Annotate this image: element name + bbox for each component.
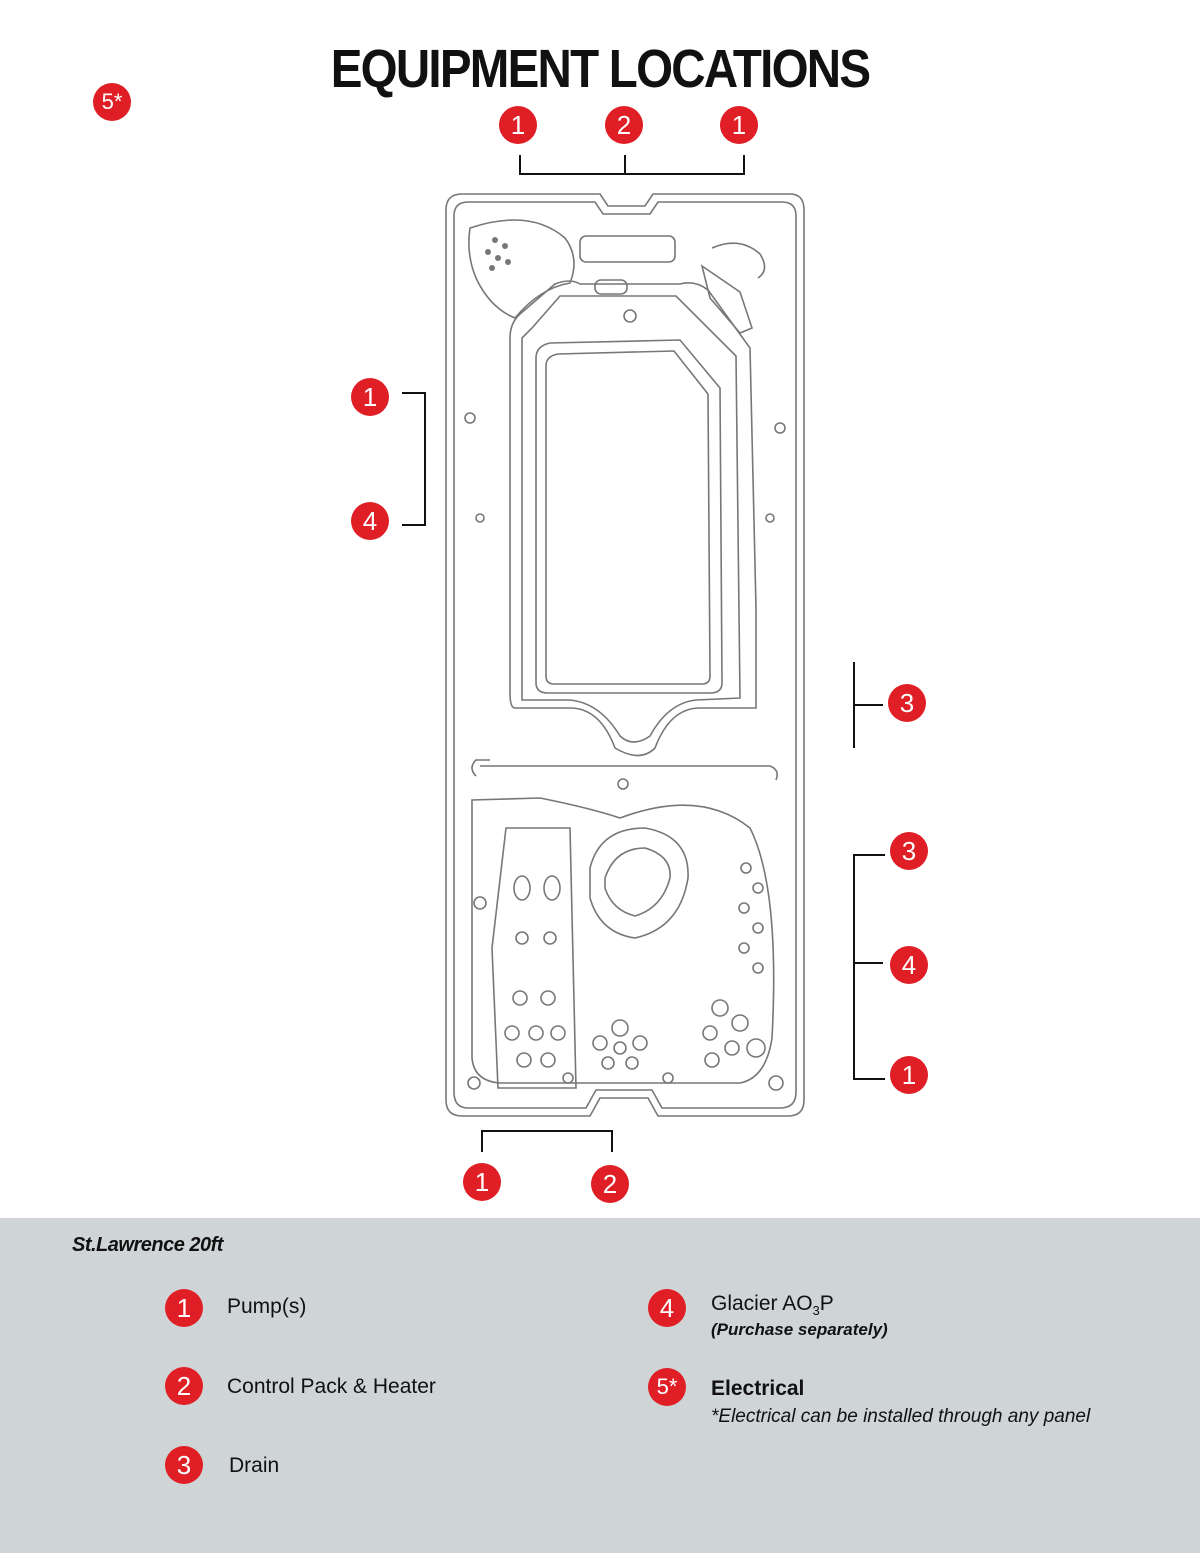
spa-zone-outline: [471, 797, 775, 1084]
swim-window: [535, 339, 723, 694]
glacier-main: Glacier AO: [711, 1292, 813, 1315]
swim-zone-outline: [509, 280, 757, 757]
callout-top-control-pack: 2: [605, 106, 643, 144]
legend-badge-glacier: 4: [648, 1289, 686, 1327]
legend-label-electrical: Electrical: [711, 1377, 805, 1400]
glacier-subscript: 3: [812, 1303, 820, 1319]
page-title: EQUIPMENT LOCATIONS: [330, 39, 871, 99]
top-bracket-mid: [624, 155, 626, 173]
callout-right-drain-lower: 3: [890, 832, 928, 870]
callout-bottom-control-pack: 2: [591, 1165, 629, 1203]
spa-outline-diagram: [445, 193, 805, 1117]
legend-label-pump: Pump(s): [227, 1295, 307, 1318]
left-lounger: [491, 827, 577, 1089]
callout-left-pump: 1: [351, 378, 389, 416]
glacier-end: P: [819, 1292, 834, 1315]
callout-electrical: 5*: [93, 83, 131, 121]
callout-right-pump: 1: [890, 1056, 928, 1094]
center-seat: [589, 827, 689, 939]
right-upper-bracket-tick: [853, 704, 883, 706]
callout-left-glacier: 4: [351, 502, 389, 540]
model-name: St.Lawrence 20ft: [72, 1234, 223, 1256]
callout-right-drain-upper: 3: [888, 684, 926, 722]
callout-right-glacier: 4: [890, 946, 928, 984]
top-right-lounger: [700, 264, 753, 334]
legend-badge-electrical: 5*: [648, 1368, 686, 1406]
right-lower-bracket: [853, 854, 885, 1080]
legend-note-electrical: *Electrical can be installed through any…: [711, 1406, 1091, 1427]
legend-label-drain: Drain: [229, 1454, 280, 1477]
callout-bottom-pump: 1: [463, 1163, 501, 1201]
spa-outer-shell: [445, 193, 805, 1117]
legend-note-glacier: (Purchase separately): [711, 1320, 888, 1339]
right-lower-bracket-mid: [853, 962, 883, 964]
top-left-seat: [468, 219, 575, 319]
bottom-bracket: [481, 1130, 613, 1152]
legend-label-glacier: Glacier AO3P: [711, 1292, 834, 1318]
legend-badge-control-pack: 2: [165, 1367, 203, 1405]
legend-badge-pump: 1: [165, 1289, 203, 1327]
legend-label-control-pack: Control Pack & Heater: [227, 1375, 436, 1398]
legend-badge-drain: 3: [165, 1446, 203, 1484]
zone-divider: [480, 765, 778, 781]
top-bracket: [519, 155, 745, 175]
callout-top-pump-right: 1: [720, 106, 758, 144]
left-bracket: [402, 392, 426, 526]
callout-top-pump-left: 1: [499, 106, 537, 144]
